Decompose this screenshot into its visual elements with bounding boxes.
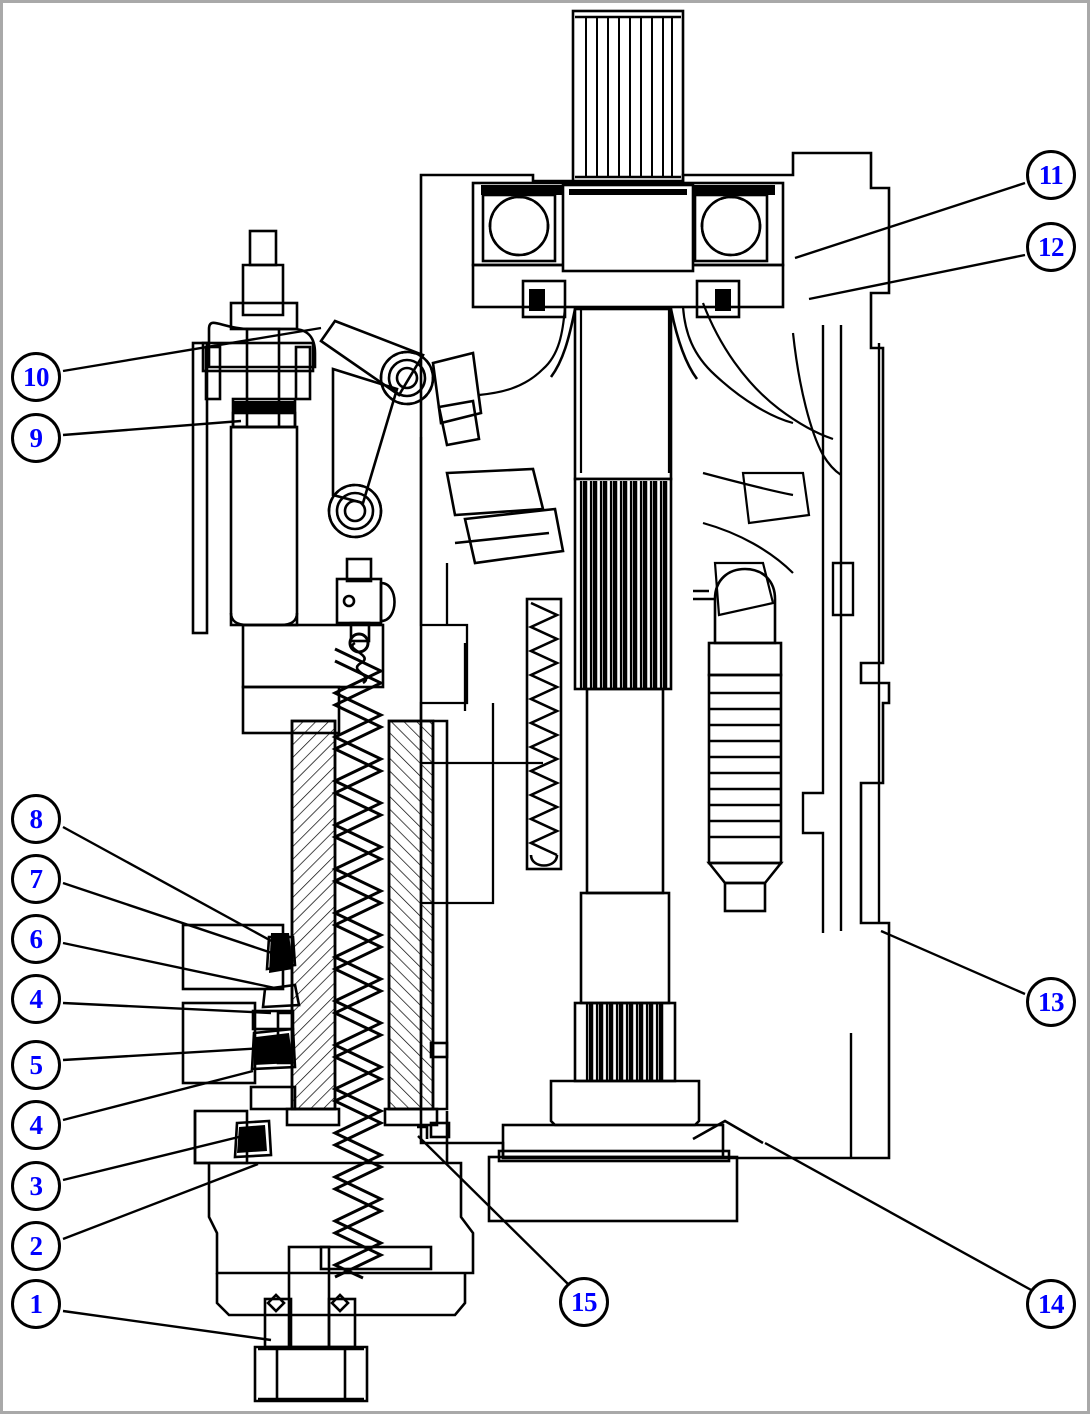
callout-3[interactable]: 3 xyxy=(11,1161,61,1211)
cylinder-barrel xyxy=(549,307,701,1127)
callout-7[interactable]: 7 xyxy=(11,854,61,904)
callout-13[interactable]: 13 xyxy=(1026,977,1076,1027)
callout-6[interactable]: 6 xyxy=(11,914,61,964)
pump-housing-outline xyxy=(419,151,891,1160)
callout-8[interactable]: 8 xyxy=(11,794,61,844)
callout-12[interactable]: 12 xyxy=(1026,222,1076,272)
shaft-seal-blocks xyxy=(521,279,741,319)
callout-14[interactable]: 14 xyxy=(1026,1279,1076,1329)
callout-5[interactable]: 5 xyxy=(11,1040,61,1090)
callout-11[interactable]: 11 xyxy=(1026,150,1076,200)
technical-drawing-canvas xyxy=(62,9,1034,1403)
callout-2[interactable]: 2 xyxy=(11,1221,61,1271)
lower-regulator-body xyxy=(193,1109,475,1317)
piston-stack-right xyxy=(693,567,784,913)
callout-4-upper[interactable]: 4 xyxy=(11,974,61,1024)
upper-bearing-housing xyxy=(471,181,785,309)
drawing-linework xyxy=(181,9,891,1403)
callout-1[interactable]: 1 xyxy=(11,1279,61,1329)
misc-hardware xyxy=(417,1041,451,1139)
callout-9[interactable]: 9 xyxy=(11,413,61,463)
callout-10[interactable]: 10 xyxy=(11,352,61,402)
control-linkage-arms xyxy=(319,319,565,565)
callout-15[interactable]: 15 xyxy=(559,1277,609,1327)
internal-partitions xyxy=(419,437,543,1109)
swashplate-cradle-assembly xyxy=(478,302,842,617)
leader-lines xyxy=(62,181,1034,1342)
housing-inner-walls-right xyxy=(801,325,881,1159)
drive-shaft-spline xyxy=(571,9,685,185)
spring-housing-hatched xyxy=(276,719,449,1127)
adjuster-stem-and-nut xyxy=(253,1245,433,1403)
pressure-cutoff-valve xyxy=(525,597,563,871)
callout-4-lower[interactable]: 4 xyxy=(11,1100,61,1150)
regulator-valve-assembly-left xyxy=(191,229,385,735)
mounting-base-plate xyxy=(487,1119,764,1223)
seal-detail-cluster xyxy=(181,923,301,1159)
